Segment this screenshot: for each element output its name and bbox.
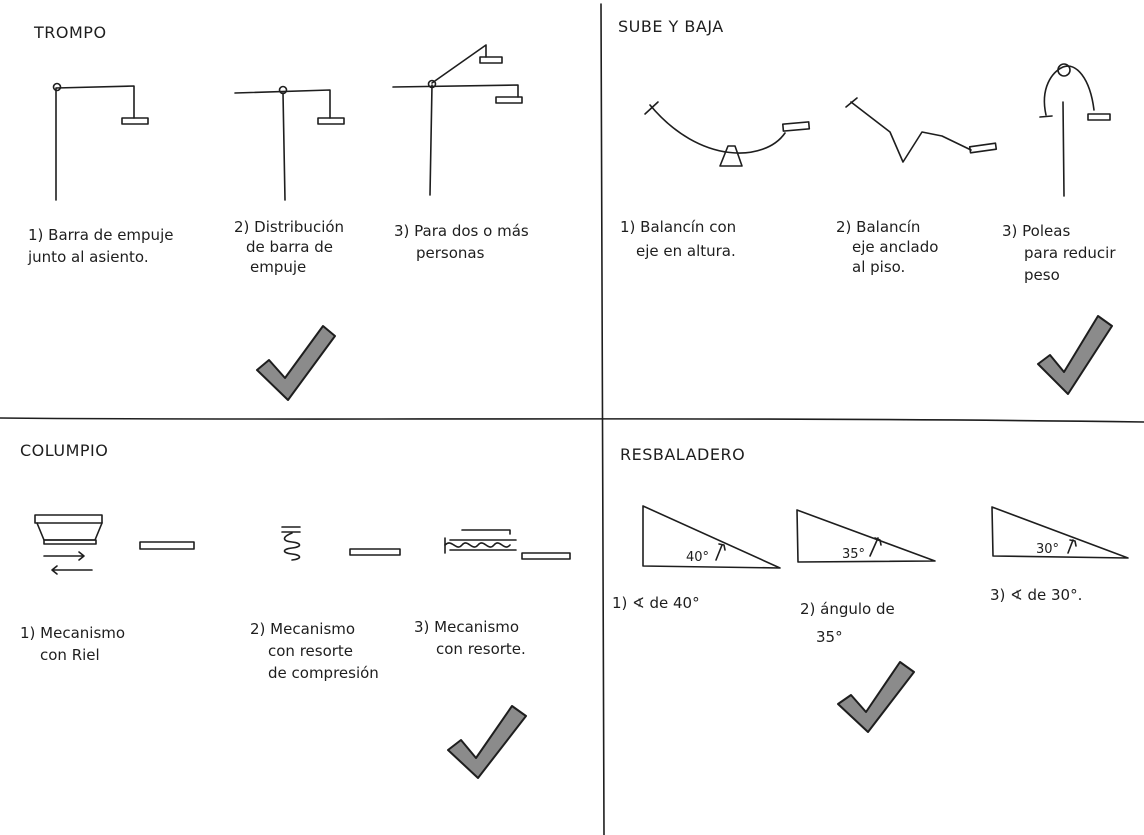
sube-y-baja-selected-checkmark (1037, 315, 1113, 395)
vertical-divider (600, 3, 605, 835)
trompo-selected-checkmark (256, 325, 336, 401)
columpio-caption-1: 1) Mecanismo con Riel (20, 624, 130, 664)
sube-y-baja-sketch-3 (1039, 63, 1111, 197)
resbaladero-caption-2: 2) ángulo de 35° (800, 600, 900, 646)
trompo-sketch-3 (392, 44, 523, 196)
sube-y-baja-caption-1: 1) Balancín con eje en altura. (620, 218, 741, 260)
resbaladero-angle-3: 30° (1036, 542, 1059, 557)
sube-y-baja-caption-3: 3) Poleas para reducir peso (1002, 222, 1120, 284)
resbaladero-caption-3: 3) ∢ de 30°. (990, 586, 1082, 604)
trompo-caption-1: 1) Barra de empuje junto al asiento. (27, 226, 178, 266)
columpio-selected-checkmark (447, 705, 527, 779)
sube-y-baja-sketch-2 (845, 97, 998, 163)
trompo-sketch-1 (52, 82, 149, 201)
resbaladero-sketch-3: 30° (991, 506, 1129, 559)
horizontal-divider (0, 417, 1144, 423)
trompo-caption-2: 2) Distribución de barra de empuje (234, 218, 349, 276)
columpio-caption-3: 3) Mecanismo con resorte. (414, 618, 526, 658)
section-title: COLUMPIO (20, 441, 108, 460)
section-title: SUBE Y BAJA (618, 17, 724, 36)
trompo-sketch-2 (234, 85, 345, 201)
resbaladero-angle-2: 35° (842, 547, 865, 562)
resbaladero-selected-checkmark (837, 661, 915, 733)
sube-y-baja-sketch-1 (644, 101, 811, 167)
section-title: RESBALADERO (620, 445, 745, 464)
columpio-caption-2: 2) Mecanismo con resorte de compresión (250, 620, 379, 682)
section-title: TROMPO (33, 23, 107, 42)
columpio-sketch-3 (444, 529, 571, 560)
columpio-sketch-1 (34, 514, 195, 575)
columpio-sketch-2 (281, 526, 401, 561)
section-trompo: TROMPO 1) Barra de empuje junto al asien… (27, 23, 533, 401)
section-sube-y-baja: SUBE Y BAJA 1) Balancín con eje en altur… (618, 17, 1120, 395)
resbaladero-caption-1: 1) ∢ de 40° (612, 594, 700, 612)
sube-y-baja-caption-2: 2) Balancín eje anclado al piso. (836, 218, 943, 276)
quadrant-dividers (0, 3, 1144, 835)
section-resbaladero: RESBALADERO 40° 35° 30° 1) ∢ de 40° 2) á… (612, 445, 1129, 733)
resbaladero-sketch-2: 35° (796, 509, 936, 563)
section-columpio: COLUMPIO 1) Mecanismo con Riel 2) Mec (20, 441, 571, 779)
resbaladero-sketch-1: 40° (642, 505, 781, 569)
resbaladero-angle-1: 40° (686, 550, 709, 565)
trompo-caption-3: 3) Para dos o más personas (394, 222, 533, 262)
